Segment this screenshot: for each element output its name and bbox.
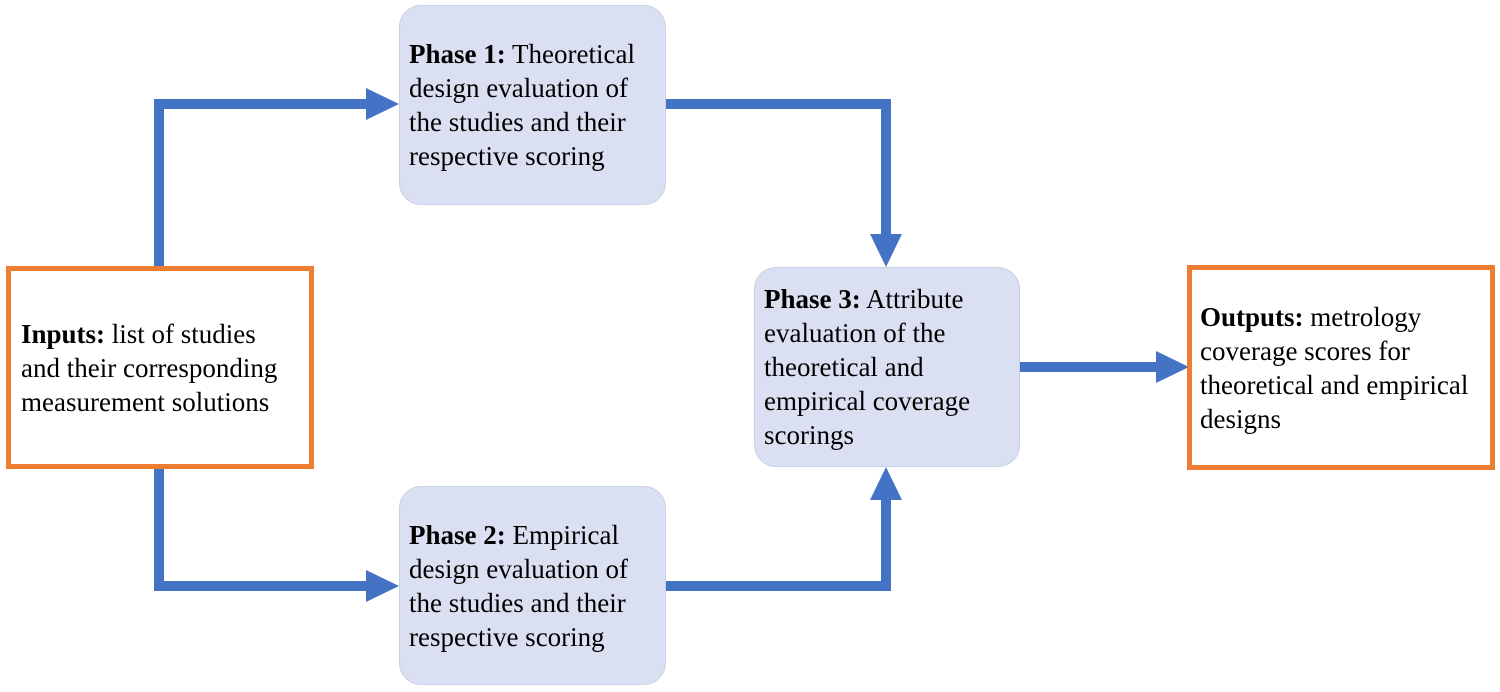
phase1-heading: Phase 1:: [409, 39, 506, 69]
phase2-heading: Phase 2:: [409, 519, 506, 550]
phase3-content: Phase 3: Attribute evaluation of the the…: [764, 282, 1009, 452]
inputs-text: list of studies and their corresponding …: [21, 318, 278, 417]
arrowhead-inputs-to-phase2: [366, 570, 399, 602]
outputs-content: Outputs: metrology coverage scores for t…: [1200, 300, 1480, 436]
phase3-heading: Phase 3:: [764, 284, 861, 314]
inputs-heading: Inputs:: [21, 318, 106, 349]
outputs-text: metrology coverage scores for theoretica…: [1200, 301, 1469, 434]
phase3-box: Phase 3: Attribute evaluation of the the…: [754, 267, 1020, 467]
phase1-text: Theoretical design evaluation of the stu…: [409, 39, 635, 171]
phase2-content: Phase 2: Empirical design evaluation of …: [409, 518, 655, 654]
phase1-content: Phase 1: Theoretical design evaluation o…: [409, 37, 655, 173]
inputs-content: Inputs: list of studies and their corres…: [21, 317, 299, 419]
phase1-box: Phase 1: Theoretical design evaluation o…: [399, 5, 666, 205]
inputs-box: Inputs: list of studies and their corres…: [6, 266, 314, 469]
phase2-box: Phase 2: Empirical design evaluation of …: [399, 486, 666, 685]
arrowhead-inputs-to-phase1: [366, 88, 399, 120]
arrowhead-phase2-to-phase3: [870, 467, 902, 500]
arrow-inputs-to-phase1: [154, 99, 370, 270]
outputs-heading: Outputs:: [1200, 301, 1304, 332]
arrowhead-phase1-to-phase3: [870, 234, 902, 267]
phase2-text: Empirical design evaluation of the studi…: [409, 519, 628, 652]
arrow-phase1-to-phase3: [664, 99, 891, 238]
phase3-text: Attribute evaluation of the theoretical …: [764, 284, 971, 450]
arrow-inputs-to-phase2: [154, 465, 370, 591]
arrow-phase2-to-phase3: [664, 496, 891, 591]
arrowhead-phase3-to-outputs: [1156, 351, 1189, 383]
outputs-box: Outputs: metrology coverage scores for t…: [1187, 265, 1495, 470]
